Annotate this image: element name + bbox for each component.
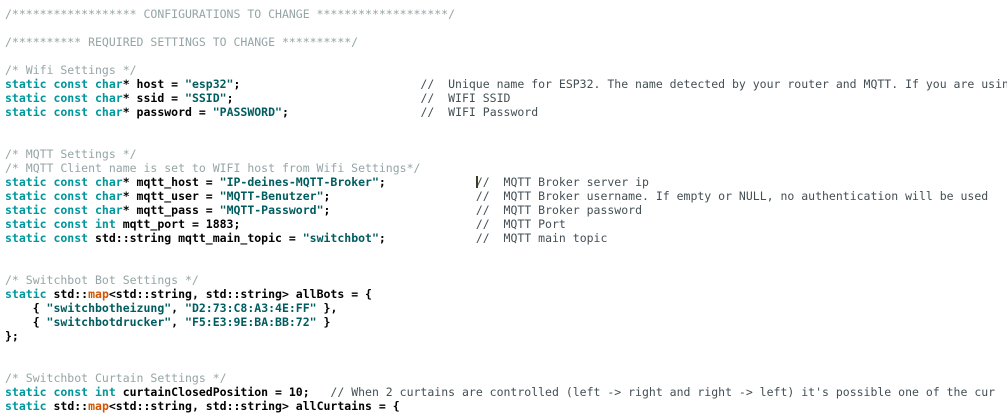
code-token-txt: std:: — [46, 399, 89, 413]
code-token-str: "F5:E3:9E:BA:BB:72" — [185, 315, 317, 329]
code-token-fn: map — [88, 287, 109, 301]
code-token-lcmt: // MQTT main topic — [475, 231, 608, 245]
code-line[interactable]: static std::map<std::string, std::string… — [5, 287, 1007, 301]
code-line[interactable]: static std::map<std::string, std::string… — [5, 399, 1007, 413]
code-line[interactable] — [5, 119, 1007, 133]
code-token-str: "SSID" — [185, 91, 227, 105]
code-token-lcmt: // MQTT Port — [475, 217, 566, 231]
code-line[interactable] — [5, 343, 1007, 357]
code-token-kw: static const int — [5, 385, 116, 399]
code-token-lcmt: // When 2 curtains are controlled (left … — [330, 385, 996, 399]
code-line[interactable] — [5, 133, 1007, 147]
code-token-str: "switchbotdrucker" — [46, 315, 172, 329]
code-token-lcmt: // WIFI SSID — [420, 91, 511, 105]
code-token-txt: , — [171, 301, 186, 315]
code-line[interactable]: /****************** CONFIGURATIONS TO CH… — [5, 7, 1007, 21]
code-token-txt: mqtt_port = 1883; — [115, 217, 241, 231]
code-token-txt: } — [316, 315, 331, 329]
code-line[interactable]: }; — [5, 329, 1007, 343]
code-token-str: "switchbot" — [302, 231, 379, 245]
code-line[interactable]: static const std::string mqtt_main_topic… — [5, 231, 1007, 245]
code-line[interactable]: /* Switchbot Bot Settings */ — [5, 273, 1007, 287]
code-token-txt: ; — [378, 175, 476, 189]
code-line[interactable] — [5, 357, 1007, 371]
code-token-txt: std::string mqtt_main_topic = — [88, 231, 303, 245]
code-line[interactable]: static const char* password = "PASSWORD"… — [5, 105, 1007, 119]
code-token-txt: }, — [316, 301, 338, 315]
code-token-txt: * password = — [122, 105, 213, 119]
code-line[interactable]: static const int curtainClosedPosition =… — [5, 385, 1007, 399]
code-token-txt: std:: — [46, 287, 89, 301]
code-line[interactable]: { "switchbotheizung", "D2:73:C8:A3:4E:FF… — [5, 301, 1007, 315]
code-line[interactable]: static const char* mqtt_pass = "MQTT-Pas… — [5, 203, 1007, 217]
code-token-txt: * mqtt_pass = — [122, 203, 220, 217]
code-line[interactable] — [5, 259, 1007, 273]
code-token-str: "PASSWORD" — [212, 105, 282, 119]
code-token-kw: static const int — [5, 217, 116, 231]
code-token-txt: * ssid = — [122, 91, 186, 105]
code-token-cmt: /* Wifi Settings */ — [5, 63, 137, 77]
code-token-txt: <std::string, std::string> allBots = { — [108, 287, 372, 301]
code-token-str: "switchbotheizung" — [46, 301, 172, 315]
code-line[interactable]: /* Switchbot Curtain Settings */ — [5, 371, 1007, 385]
code-token-txt: ; — [323, 189, 476, 203]
code-line[interactable]: /* MQTT Settings */ — [5, 147, 1007, 161]
code-token-txt: <std::string, std::string> allCurtains =… — [108, 399, 400, 413]
code-token-kw: static const char — [5, 105, 123, 119]
code-token-str: "IP-deines-MQTT-Broker" — [219, 175, 379, 189]
code-token-lcmt: // MQTT Broker server ip — [475, 175, 649, 189]
code-token-txt: ; — [233, 77, 421, 91]
code-token-txt: curtainClosedPosition = 10; — [115, 385, 331, 399]
code-token-cmt: /****************** CONFIGURATIONS TO CH… — [5, 7, 456, 21]
code-line[interactable]: /* MQTT Client name is set to WIFI host … — [5, 161, 1007, 175]
code-line[interactable]: static const char* mqtt_user = "MQTT-Ben… — [5, 189, 1007, 203]
code-token-txt: { — [5, 301, 47, 315]
code-token-cmt: /* Switchbot Curtain Settings */ — [5, 371, 227, 385]
code-line[interactable] — [5, 245, 1007, 259]
code-token-txt: ; — [226, 91, 421, 105]
code-token-lcmt: // MQTT Broker username. If empty or NUL… — [475, 189, 989, 203]
code-token-kw: static const char — [5, 203, 123, 217]
code-line[interactable]: static const char* ssid = "SSID"; // WIF… — [5, 91, 1007, 105]
code-token-kw: static const — [5, 231, 89, 245]
code-line[interactable]: /********** REQUIRED SETTINGS TO CHANGE … — [5, 35, 1007, 49]
code-line[interactable]: static const char* host = "esp32"; // Un… — [5, 77, 1007, 91]
code-token-kw: static const char — [5, 189, 123, 203]
code-token-str: "MQTT-Benutzer" — [219, 189, 324, 203]
code-token-txt: }; — [5, 329, 19, 343]
code-token-kw: static const char — [5, 77, 123, 91]
code-token-cmt: /* MQTT Client name is set to WIFI host … — [5, 161, 421, 175]
code-line[interactable]: static const int mqtt_port = 1883; // MQ… — [5, 217, 1007, 231]
code-token-kw: static — [5, 287, 47, 301]
code-line[interactable] — [5, 49, 1007, 63]
code-token-str: "D2:73:C8:A3:4E:FF" — [185, 301, 317, 315]
code-token-txt: ; — [323, 203, 476, 217]
code-token-txt: ; — [378, 231, 476, 245]
code-token-lcmt: // Unique name for ESP32. The name detec… — [420, 77, 1007, 91]
code-token-txt: * host = — [122, 77, 186, 91]
code-token-kw: static const char — [5, 175, 123, 189]
code-line[interactable]: { "switchbotdrucker", "F5:E3:9E:BA:BB:72… — [5, 315, 1007, 329]
text-caret — [475, 175, 478, 188]
code-token-str: "MQTT-Password" — [219, 203, 324, 217]
code-token-lcmt: // WIFI Password — [420, 105, 539, 119]
code-token-cmt: /* MQTT Settings */ — [5, 147, 137, 161]
code-token-cmt: /* Switchbot Bot Settings */ — [5, 273, 199, 287]
code-token-kw: static const char — [5, 91, 123, 105]
code-token-kw: static — [5, 399, 47, 413]
code-token-txt: * mqtt_user = — [122, 189, 220, 203]
code-token-txt — [240, 217, 475, 231]
code-token-cmt: /********** REQUIRED SETTINGS TO CHANGE … — [5, 35, 359, 49]
code-token-txt: * mqtt_host = — [122, 175, 220, 189]
code-token-txt: , — [171, 315, 186, 329]
code-line[interactable]: static const char* mqtt_host = "IP-deine… — [5, 175, 1007, 189]
code-line[interactable]: /* Wifi Settings */ — [5, 63, 1007, 77]
code-token-str: "esp32" — [185, 77, 234, 91]
code-token-txt: { — [5, 315, 47, 329]
code-token-lcmt: // MQTT Broker password — [475, 203, 642, 217]
code-token-fn: map — [88, 399, 109, 413]
code-token-txt: ; — [281, 105, 421, 119]
code-line[interactable] — [5, 21, 1007, 35]
